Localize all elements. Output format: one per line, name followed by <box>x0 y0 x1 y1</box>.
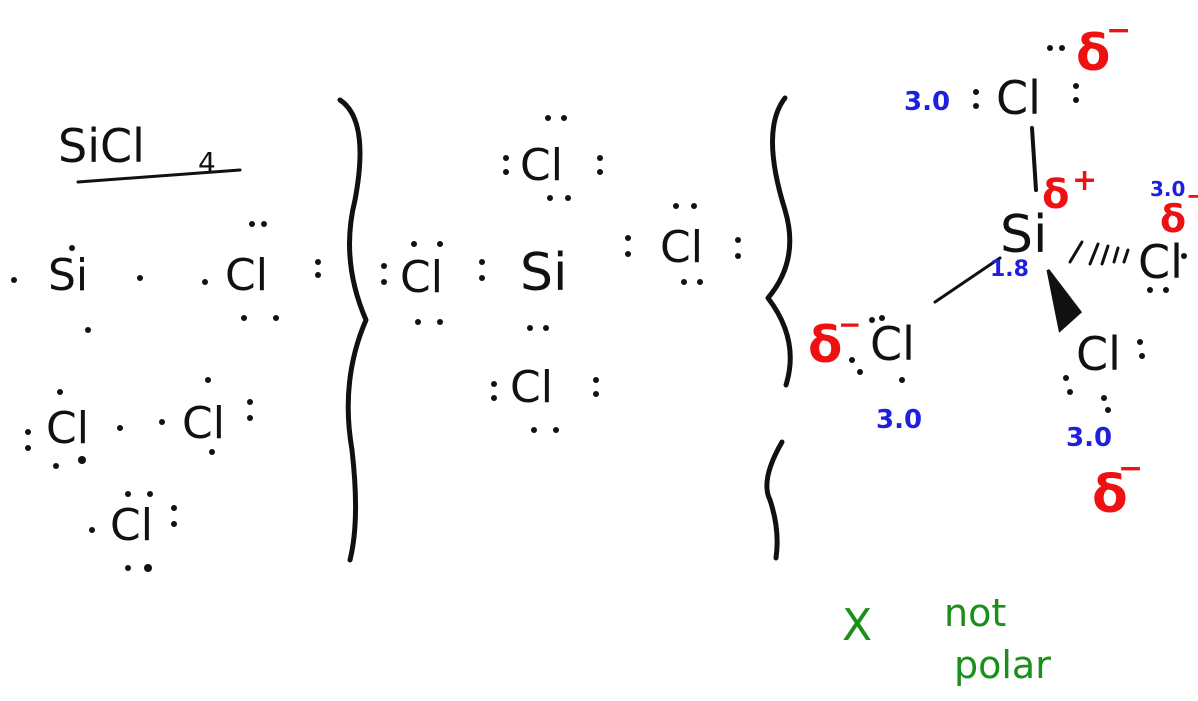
cl-right: Cl <box>660 222 703 273</box>
cl-right-3d: Cl <box>1138 235 1183 289</box>
bond-hashed-wedge <box>1068 240 1130 266</box>
electron-dot <box>85 327 91 333</box>
central-si: Si <box>520 243 567 303</box>
cl-right-electronegativity: 3.0 <box>1150 177 1185 201</box>
cl-right-partial-negative: δ <box>1160 197 1186 241</box>
cl-bottom-partial-negative: δ <box>1092 465 1128 525</box>
cl-bottom-electronegativity: 3.0 <box>1066 423 1112 453</box>
bond-top <box>1030 126 1038 192</box>
conclusion-line-1: not <box>944 591 1006 635</box>
title-formula: SiCl <box>58 119 145 173</box>
cl-left-electronegativity: 3.0 <box>876 405 922 435</box>
conclusion: X not polar <box>842 591 1051 687</box>
atom-symbol: Cl <box>110 500 153 551</box>
cl-left: Cl <box>400 252 443 303</box>
separator-brace-3 <box>764 439 785 561</box>
atom-si-separate: Si <box>11 245 143 333</box>
molecular-geometry: Si δ + 1.8 Cl 3.0 δ − Cl 3.0 δ − Cl 3.0 … <box>808 13 1198 525</box>
atom-cl-separate: Cl <box>25 389 123 469</box>
separator-brace-1 <box>337 97 369 563</box>
si-electronegativity: 1.8 <box>990 257 1029 282</box>
si-partial-positive-sign: + <box>1072 163 1097 198</box>
electron-dot <box>11 277 17 283</box>
cl-left-partial-negative-sign: − <box>838 308 861 341</box>
cl-bottom: Cl <box>510 362 553 413</box>
title-group: SiCl 4 <box>58 119 242 184</box>
atom-symbol: Si <box>48 250 88 301</box>
conclusion-line-2: polar <box>954 643 1051 687</box>
cl-right-partial-negative-sign: − <box>1186 182 1198 210</box>
electron-dot <box>137 275 143 281</box>
cl-bottom-partial-negative-sign: − <box>1118 451 1143 486</box>
cl-top-electronegativity: 3.0 <box>904 87 950 117</box>
atom-symbol: Cl <box>182 398 225 449</box>
bond-left <box>933 256 1002 304</box>
separator-brace-2 <box>765 95 793 388</box>
cl-top-partial-negative-sign: − <box>1106 13 1131 48</box>
electron-dot <box>69 245 75 251</box>
atom-cl-separate: Cl <box>89 491 177 572</box>
cl-top-partial-negative: δ <box>1076 24 1110 82</box>
cl-bottom-3d: Cl <box>1076 327 1121 381</box>
bond-solid-wedge <box>1046 269 1083 333</box>
atom-cl-separate: Cl <box>202 221 321 321</box>
central-si: Si <box>1000 205 1047 265</box>
cl-top-3d: Cl <box>996 71 1041 125</box>
cl-left-partial-negative: δ <box>808 316 842 374</box>
atom-symbol: Cl <box>225 250 268 301</box>
lewis-structure: Si Cl Cl Cl Cl <box>381 115 741 433</box>
atom-cl-separate: Cl <box>159 377 253 455</box>
si-partial-positive: δ <box>1042 172 1069 218</box>
conclusion-mark: X <box>842 600 872 651</box>
title-underline <box>76 168 242 184</box>
cl-top: Cl <box>520 140 563 191</box>
atom-symbol: Cl <box>46 403 89 454</box>
cl-left-3d: Cl <box>870 317 915 371</box>
separate-atoms: Si Cl Cl Cl Cl <box>11 221 321 572</box>
